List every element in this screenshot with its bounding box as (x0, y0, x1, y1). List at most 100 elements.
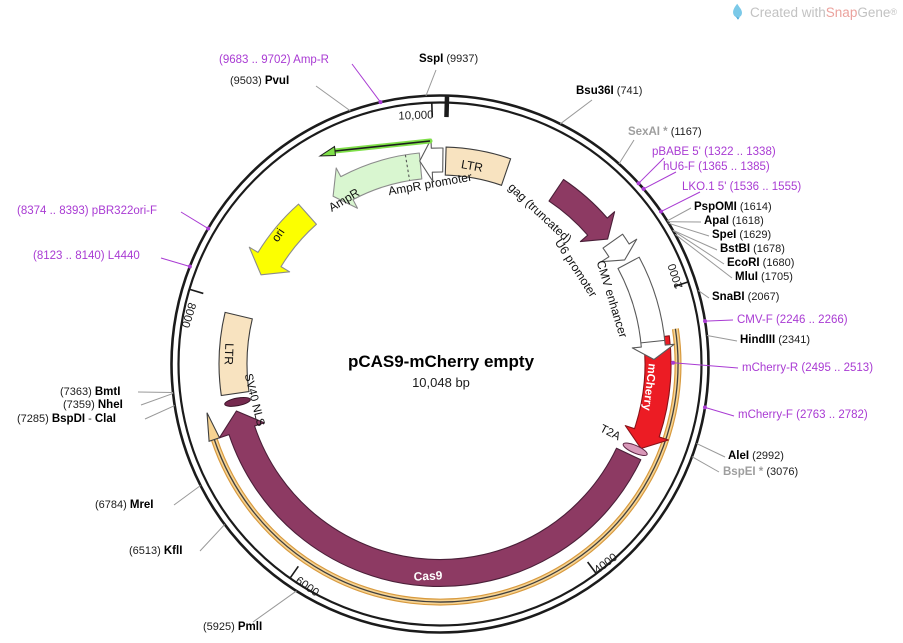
site-label-part: NheI (97, 399, 123, 411)
site-label-pml-i: (5925) PmlI (203, 621, 262, 634)
site-label-hu6-f: hU6-F (1365 .. 1385) (663, 161, 770, 174)
tick-mark-4000 (586, 561, 597, 575)
site-label-part: (1629) (736, 229, 772, 241)
feature-orf-frame-head (206, 412, 221, 443)
site-label-part: (8374 .. 8393) (17, 205, 89, 217)
leader-nhe-i (140, 392, 174, 406)
leader-bmt-i (137, 391, 174, 394)
site-label-pbabe-5: pBABE 5' (1322 .. 1338) (652, 146, 776, 159)
site-label-part: (2246 .. 2266) (772, 314, 848, 326)
credit-brand-snap: Snap (825, 4, 858, 20)
feature-orf-frame-core (213, 328, 679, 603)
site-label-part: (2067) (744, 291, 780, 303)
plasmid-size: 10,048 bp (412, 375, 470, 390)
site-label-part: SnaBI (712, 291, 745, 303)
site-label-part: LKO.1 5' (682, 181, 727, 193)
site-label-part: mCherry-F (738, 409, 793, 421)
credit-prefix: Created with (750, 4, 826, 20)
site-label-part: - (85, 413, 95, 425)
feature-u6-promoter (600, 233, 638, 263)
leader-kfl-i (199, 524, 226, 552)
site-label-bstb-i: BstBI (1678) (720, 243, 785, 256)
leader-dot-pbabe-5 (636, 181, 641, 186)
site-label-spe-i: SpeI (1629) (712, 229, 771, 242)
feature-ltr-3 (218, 311, 253, 397)
feature-cmv-enhancer (617, 256, 675, 361)
leader-pml-i (252, 590, 297, 623)
leader-dot-cmv-f (703, 319, 708, 324)
site-label-part: (1167) (667, 126, 702, 138)
site-label-part: PvuI (264, 75, 290, 87)
leader-sexa-i (618, 139, 635, 165)
site-label-part: ClaI (94, 413, 116, 425)
feature-promoter-arrow (419, 138, 444, 182)
leader-dot-amp-r-primer (378, 100, 383, 105)
site-label-part: BspEI * (723, 466, 764, 478)
leader-dot-hu6-f (641, 186, 646, 191)
site-label-mcherry-r: mCherry-R (2495 .. 2513) (742, 362, 873, 375)
leader-dot-pbr322ori-f (206, 226, 211, 231)
site-label-part: pBR322ori-F (88, 205, 157, 217)
site-label-part: (2992) (749, 450, 784, 462)
leader-dot-lko1-5 (659, 209, 664, 214)
site-label-part: (6784) (95, 499, 130, 511)
tick-mark-6000 (289, 565, 299, 579)
site-label-part: (1678) (750, 243, 785, 255)
leader-mlu-i (674, 233, 733, 279)
site-label-apa-i: ApaI (1618) (704, 215, 764, 228)
tick-mark-2000 (674, 281, 689, 288)
site-label-l4440: (8123 .. 8140) L4440 (33, 250, 140, 263)
tick-mark-8000 (189, 288, 204, 295)
site-label-part: CMV-F (737, 314, 773, 326)
site-label-part: (9503) (230, 75, 265, 87)
feature-sv40-nls (224, 396, 251, 407)
leader-bsu36-i (559, 99, 593, 125)
site-label-part: SpeI (712, 229, 737, 241)
feature-gag-truncated (548, 178, 616, 243)
leader-ssp-i (425, 69, 437, 97)
site-label-part: HindIII (740, 334, 776, 346)
site-label-nhe-i: (7359) NheI (63, 399, 123, 412)
credit-brand-gene: Gene (857, 4, 891, 20)
site-label-part: AleI (728, 450, 750, 462)
site-label-part: (1536 .. 1555) (726, 181, 802, 193)
site-label-part: L4440 (104, 250, 140, 262)
leader-dot-l4440 (187, 264, 192, 269)
leader-cmv-f (705, 319, 734, 322)
site-label-part: Bsu36I (576, 85, 614, 97)
site-label-mre-i: (6784) MreI (95, 499, 154, 512)
site-label-sexa-i: SexAI * (1167) (628, 126, 702, 139)
leader-hind-iii (706, 334, 738, 342)
leader-bstb-i (672, 229, 718, 251)
feature-ori (248, 203, 317, 276)
site-label-part: (1680) (759, 257, 795, 269)
leader-lko1-5 (660, 191, 701, 212)
site-label-part: (7359) (63, 399, 98, 411)
site-label-part: pBABE 5' (652, 146, 701, 158)
site-label-part: (1618) (728, 215, 764, 227)
site-label-part: (9683 .. 9702) (219, 54, 291, 66)
site-label-part: (741) (613, 85, 643, 97)
leader-pvu-i (315, 85, 351, 112)
site-label-part: SexAI * (628, 126, 668, 138)
feature-ampr (332, 152, 423, 209)
site-label-pbr322ori-f: (8374 .. 8393) pBR322ori-F (17, 205, 157, 218)
site-label-part: (5925) (203, 621, 238, 633)
site-label-bmt-i: (7363) BmtI (60, 386, 120, 399)
site-label-part: hU6-F (663, 161, 695, 173)
site-label-bspd-i-cla-i: (7285) BspDI - ClaI (17, 413, 116, 426)
feature-divider-cmv-enhancer (640, 339, 665, 344)
leader-psp-omi (666, 207, 692, 222)
leader-pbr322ori-f (180, 211, 209, 229)
site-label-pvu-i: (9503) PvuI (230, 75, 289, 88)
credit-registered-mark: ® (890, 7, 897, 17)
site-label-snab-i: SnaBI (2067) (712, 291, 779, 304)
label-ltr-3: LTR (221, 342, 237, 366)
site-label-part: Amp-R (290, 54, 329, 66)
site-label-kfl-i: (6513) KflI (129, 545, 182, 558)
site-label-part: MluI (735, 271, 758, 283)
label-cas9: Cas9 (413, 568, 443, 584)
site-label-bsu36-i: Bsu36I (741) (576, 85, 642, 98)
site-label-mlu-i: MluI (1705) (735, 271, 793, 284)
